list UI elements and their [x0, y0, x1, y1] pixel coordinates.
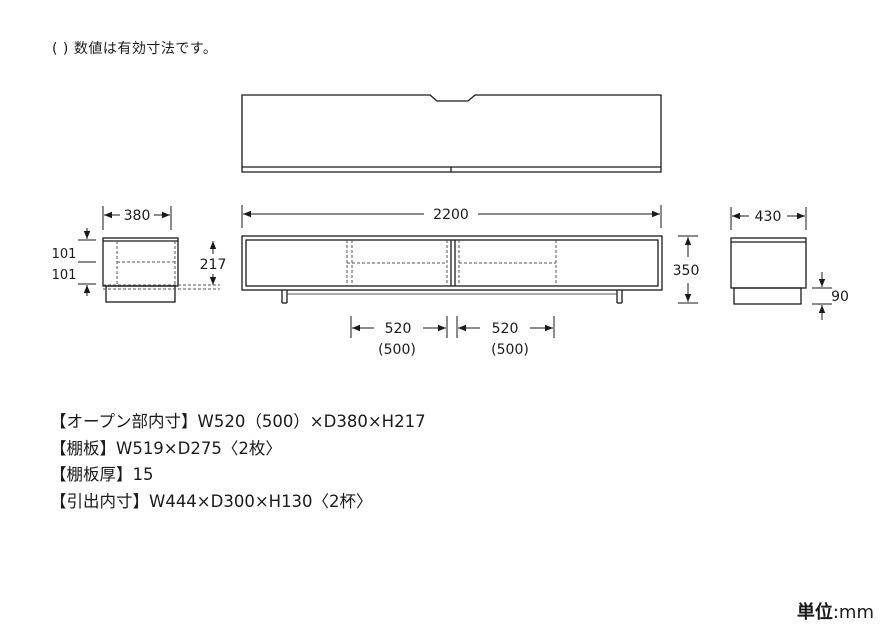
spec-open-inner: 【オープン部内寸】W520（500）×D380×H217 — [50, 412, 426, 431]
spec-list: 【オープン部内寸】W520（500）×D380×H217 【棚板】W519×D2… — [50, 409, 426, 515]
spec-shelf-thickness: 【棚板厚】15 — [50, 465, 154, 484]
dim-opening-left-500: (500) — [378, 342, 416, 358]
dim-height-101-upper: 101 — [52, 247, 77, 262]
dim-height-101-lower: 101 — [52, 268, 77, 283]
top-view — [241, 94, 662, 173]
dim-opening-right-500: (500) — [491, 342, 529, 358]
dim-opening-right-520: 520 — [492, 321, 519, 337]
right-side-view — [730, 237, 807, 305]
spec-drawer-inner: 【引出内寸】W444×D300×H130〈2杯〉 — [50, 491, 373, 511]
unit-title: 単位 — [796, 602, 833, 623]
dim-total-width-2200: 2200 — [433, 207, 469, 223]
furniture-dimension-drawing: 380 2200 430 101 101 217 350 90 520 (500… — [52, 94, 849, 358]
dim-right-width-430: 430 — [755, 209, 782, 225]
dim-top-width-380: 380 — [124, 208, 151, 224]
spec-shelf: 【棚板】W519×D275〈2枚〉 — [50, 438, 282, 458]
dim-leg-height-90: 90 — [831, 289, 849, 305]
dimension-lines — [78, 205, 832, 338]
top-view-outline — [241, 94, 662, 173]
dim-total-height-350: 350 — [673, 263, 700, 279]
unit-label: 単位:mm — [797, 598, 874, 624]
dim-inner-height-217: 217 — [200, 257, 227, 273]
front-view — [241, 235, 663, 304]
left-side-view — [102, 237, 220, 303]
effective-dimension-note: ( ) 数値は有効寸法です。 — [52, 41, 218, 57]
dim-opening-left-520: 520 — [385, 321, 412, 337]
unit-value: :mm — [832, 602, 874, 623]
